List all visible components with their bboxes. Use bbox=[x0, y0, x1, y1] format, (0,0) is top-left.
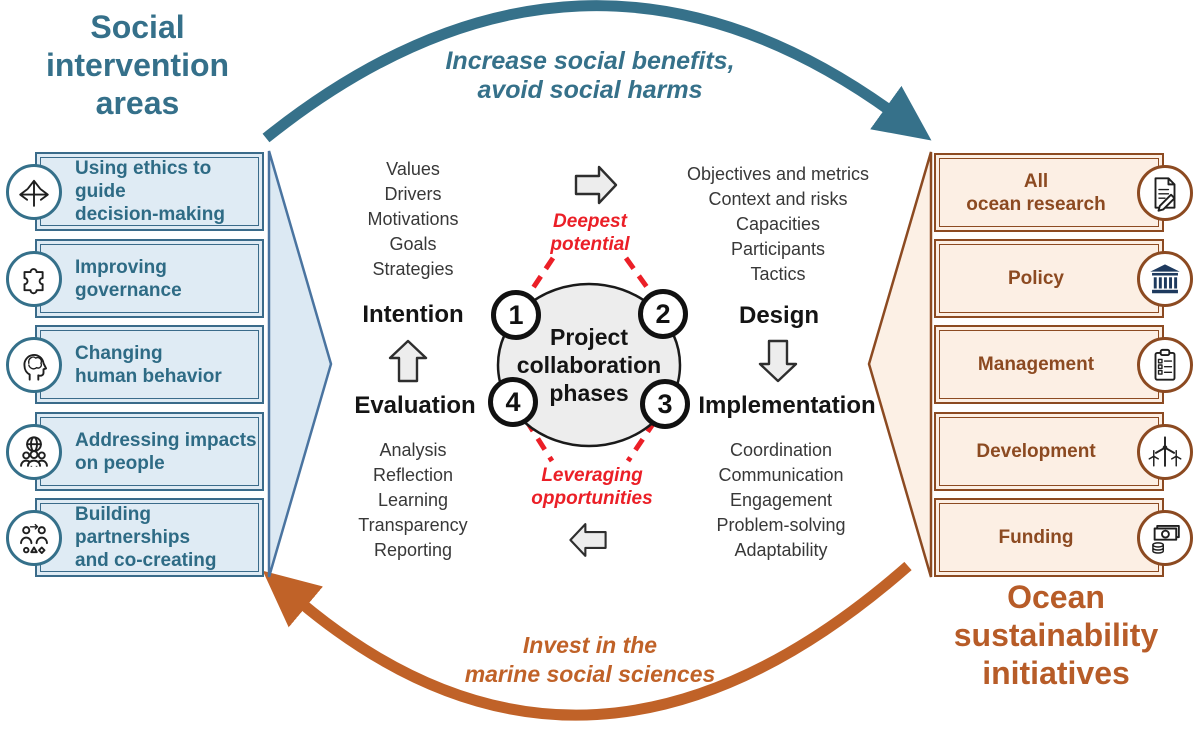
right-item-label: Policy bbox=[1008, 268, 1064, 289]
left-item-behavior: Changing human behavior bbox=[6, 325, 264, 404]
left-panel-title: Social intervention areas bbox=[45, 9, 230, 121]
top-flow-label: Increase social benefits, avoid social h… bbox=[445, 47, 735, 104]
bottom-flow-arrow bbox=[262, 561, 912, 721]
evaluation-list: Analysis Reflection Learning Transparenc… bbox=[358, 440, 468, 560]
left-item-partnerships: Building partnerships and co-creating bbox=[6, 498, 264, 577]
leveraging-opportunities-label: Leveraging opportunities bbox=[531, 465, 653, 509]
arrow-right-icon bbox=[574, 165, 618, 205]
phase-1-marker: 1 bbox=[491, 290, 541, 340]
implementation-label: Implementation bbox=[698, 392, 876, 419]
document-pen-icon bbox=[1137, 164, 1193, 221]
clipboard-checklist-icon bbox=[1137, 336, 1193, 393]
left-item-governance: Improving governance bbox=[6, 239, 264, 318]
puzzle-hands-icon bbox=[6, 250, 62, 307]
crossroads-arrows-icon bbox=[6, 163, 62, 220]
deepest-potential-label: Deepest potential bbox=[550, 211, 630, 255]
globe-people-icon bbox=[6, 423, 62, 480]
left-item-label: Improving governance bbox=[75, 256, 182, 301]
arrow-left-icon bbox=[569, 523, 607, 557]
left-item-label: Using ethics to guide decision-making bbox=[75, 158, 225, 225]
design-list: Objectives and metrics Context and risks… bbox=[686, 164, 870, 284]
right-item-label: Funding bbox=[998, 527, 1074, 548]
project-phases-circle bbox=[496, 282, 682, 448]
right-item-funding: Funding bbox=[934, 498, 1193, 577]
right-panel-title: Ocean sustainability initiatives bbox=[953, 579, 1159, 691]
evaluation-label: Evaluation bbox=[354, 392, 476, 419]
left-item-label: Building partnerships and co-creating bbox=[75, 504, 217, 571]
right-item-policy: Policy bbox=[934, 239, 1193, 318]
right-item-label: All ocean research bbox=[966, 170, 1106, 215]
right-funnel-chevron bbox=[867, 151, 933, 578]
arrow-down-icon bbox=[758, 339, 798, 383]
arrow-up-icon bbox=[388, 339, 428, 383]
wind-turbine-icon bbox=[1137, 423, 1193, 480]
right-item-label: Management bbox=[977, 354, 1095, 375]
center-circle-label: Project collaboration phases bbox=[516, 324, 662, 406]
left-item-label: Addressing impacts on people bbox=[75, 429, 257, 474]
bottom-flow-label: Invest in the marine social sciences bbox=[464, 632, 716, 687]
left-item-impacts: Addressing impacts on people bbox=[6, 412, 264, 491]
top-flow-arrow bbox=[262, 0, 932, 143]
intention-label: Intention bbox=[362, 301, 464, 328]
intention-list: Values Drivers Motivations Goals Strateg… bbox=[367, 159, 459, 279]
implementation-list: Coordination Communication Engagement Pr… bbox=[716, 440, 846, 560]
phase-2-marker: 2 bbox=[638, 289, 688, 339]
government-building-icon bbox=[1137, 250, 1193, 307]
phase-3-marker: 3 bbox=[640, 379, 690, 429]
left-item-ethics: Using ethics to guide decision-making bbox=[6, 152, 264, 231]
left-item-label: Changing human behavior bbox=[75, 342, 222, 387]
right-item-research: All ocean research bbox=[934, 153, 1193, 232]
right-item-label: Development bbox=[976, 441, 1096, 462]
head-brain-icon bbox=[6, 336, 62, 393]
phase-4-marker: 4 bbox=[488, 377, 538, 427]
right-item-development: Development bbox=[934, 412, 1193, 491]
right-item-management: Management bbox=[934, 325, 1193, 404]
design-label: Design bbox=[738, 302, 820, 329]
left-funnel-chevron bbox=[267, 150, 333, 578]
partnership-icon bbox=[6, 509, 62, 566]
money-coins-icon bbox=[1137, 509, 1193, 566]
